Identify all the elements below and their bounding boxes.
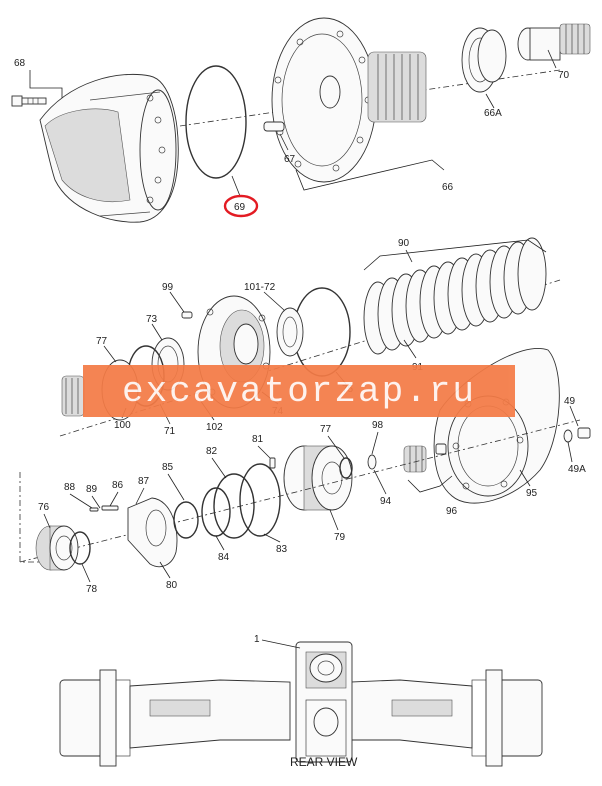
callout-98: 98 <box>372 420 384 431</box>
callout-100: 100 <box>114 420 131 431</box>
callout-69: 69 <box>234 202 246 213</box>
callout-85: 85 <box>162 462 174 473</box>
callout-80: 80 <box>166 580 178 591</box>
seal-101-72 <box>276 307 304 357</box>
callout-66: 66 <box>442 182 454 193</box>
ring-78 <box>69 531 91 565</box>
callout-94: 94 <box>380 496 392 507</box>
callout-49: 49 <box>564 396 576 407</box>
bearing-66a <box>461 27 507 93</box>
watermark-text: excavatorzap.ru <box>121 370 477 412</box>
callout-84: 84 <box>218 552 230 563</box>
callout-79: 79 <box>334 532 346 543</box>
lower-assembly <box>19 419 581 571</box>
callout-89: 89 <box>86 484 98 495</box>
callout-95: 95 <box>526 488 538 499</box>
callout-76: 76 <box>38 502 50 513</box>
callout-90: 90 <box>398 238 410 249</box>
callout-73: 73 <box>146 314 158 325</box>
callout-1: 1 <box>254 634 260 645</box>
rear-view-axle <box>59 639 543 767</box>
callout-49a: 49A <box>568 464 586 475</box>
callout-81: 81 <box>252 434 264 445</box>
top-assembly <box>11 17 591 223</box>
callout-96: 96 <box>446 506 458 517</box>
callout-88: 88 <box>64 482 76 493</box>
pin-67 <box>263 121 285 132</box>
shaft-70 <box>517 23 591 61</box>
o-ring-69 <box>185 65 247 179</box>
callout-71: 71 <box>164 426 176 437</box>
callout-99: 99 <box>162 282 174 293</box>
callout-102: 102 <box>206 422 223 433</box>
callout-77-lower: 77 <box>320 424 332 435</box>
callout-101-72: 101-72 <box>244 282 276 293</box>
callout-82: 82 <box>206 446 218 457</box>
gear-76 <box>35 525 79 571</box>
callout-77-upper: 77 <box>96 336 108 347</box>
callout-87: 87 <box>138 476 150 487</box>
callout-83: 83 <box>276 544 288 555</box>
callout-labels: 68 69 67 66 66A 70 90 99 101-72 73 77 91… <box>14 58 586 769</box>
left-gear <box>61 375 85 417</box>
bracket-80 <box>127 497 178 568</box>
rear-view-caption: REAR VIEW <box>290 755 358 769</box>
callout-67: 67 <box>284 154 296 165</box>
watermark-banner: excavatorzap.ru <box>83 365 515 417</box>
callout-86: 86 <box>112 480 124 491</box>
callout-68: 68 <box>14 58 26 69</box>
callout-66a: 66A <box>484 108 502 119</box>
bearing-96 <box>403 445 427 473</box>
clutch-pack-90 <box>363 237 547 355</box>
sun-gear-79 <box>283 445 353 511</box>
highlight-circle-69 <box>223 194 259 218</box>
callout-70: 70 <box>558 70 570 81</box>
bolt-68 <box>11 95 47 107</box>
carrier-housing-66 <box>271 17 427 183</box>
axle-housing-end <box>39 73 179 223</box>
callout-78: 78 <box>86 584 98 595</box>
